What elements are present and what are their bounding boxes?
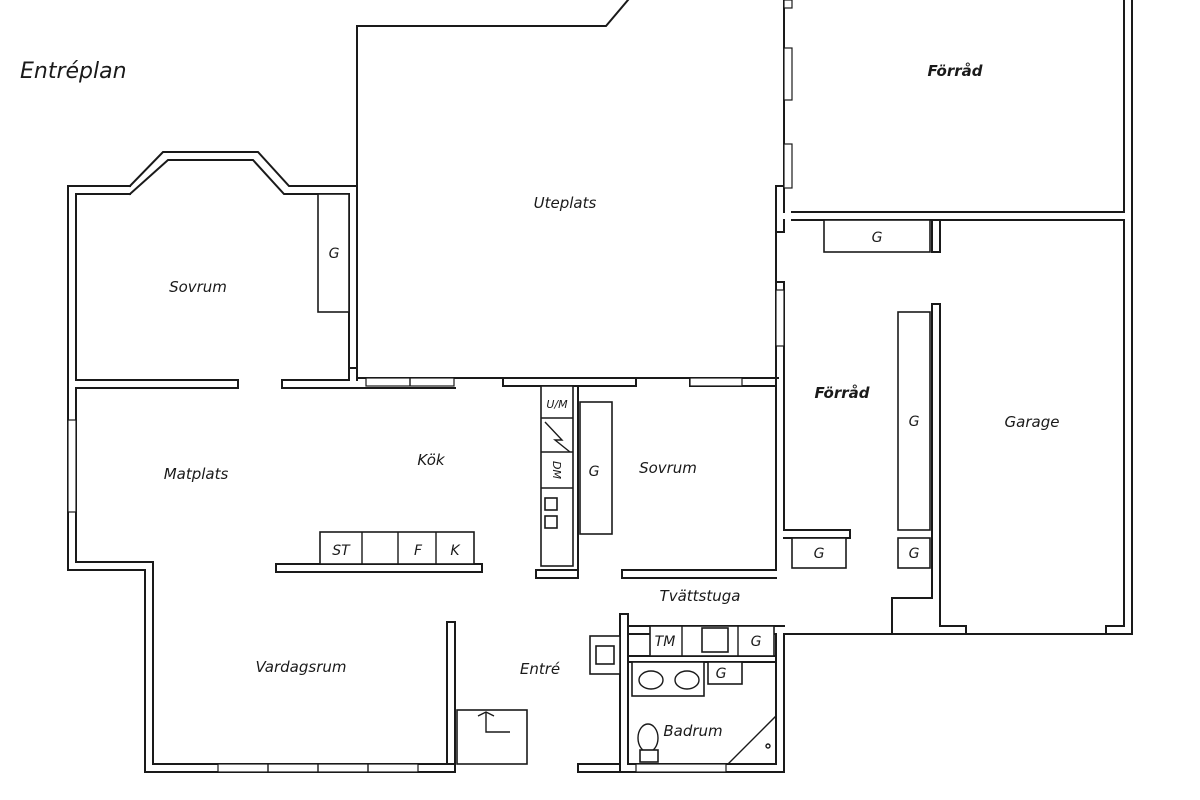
room-uteplats: Uteplats [534,194,597,212]
room-kok: Kök [417,451,445,469]
room-sovrum-left: Sovrum [169,278,227,296]
room-sovrum-mid: Sovrum [639,459,697,477]
wardrobe-label: G [909,414,920,430]
wardrobe-sovrum-left [317,193,350,313]
electric-symbol [544,421,571,453]
kitchen-counter [319,531,475,565]
wardrobe-sovrum-mid [579,401,613,535]
kitchen-column [540,385,574,567]
wardrobe-label: G [329,246,340,262]
wardrobe-label: G [909,546,920,562]
shower [727,714,777,765]
wardrobe-label: G [716,666,727,682]
dishwasher-label: DM [550,461,563,479]
counter-st-label: ST [332,543,351,559]
wardrobe-forrad-mid [897,311,931,531]
washer-label: TM [655,634,676,650]
plan-title: Entréplan [20,59,127,84]
room-forrad-mid: Förråd [814,384,869,402]
stove-label: U/M [546,398,568,411]
wardrobe-label: G [589,464,600,480]
toilet [637,723,659,753]
room-entre: Entré [520,660,560,678]
wardrobe-forrad-top [823,219,931,253]
fridge-label: F [414,543,423,559]
room-forrad-top: Förråd [927,62,982,80]
bath-sink-counter [631,661,705,697]
windows [67,0,793,773]
entry-stairs [456,709,528,765]
freezer-label: K [450,543,461,559]
fixtures: G G U/M DM G ST F K G G G [317,193,931,765]
room-vardagsrum: Vardagsrum [256,658,347,676]
wardrobe-forrad-low [791,537,847,569]
wardrobe-label: G [814,546,825,562]
room-labels: Förråd Uteplats Sovrum Matplats Kök Sovr… [164,62,1060,740]
wardrobe-label: G [751,634,762,650]
room-badrum: Badrum [663,722,722,740]
wardrobe-label: G [872,230,883,246]
room-garage: Garage [1005,413,1060,431]
room-matplats: Matplats [164,465,229,483]
room-tvattstuga: Tvättstuga [660,587,741,605]
wardrobe-forrad-small [897,537,931,569]
